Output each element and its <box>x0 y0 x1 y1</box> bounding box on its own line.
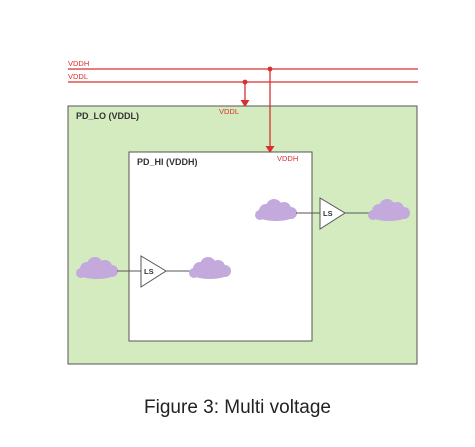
pd-hi-label: PD_HI (VDDH) <box>137 157 198 167</box>
level-shifter-triangle-icon <box>319 197 346 230</box>
vddl-tap-label: VDDL <box>219 107 239 116</box>
pd-lo-label: PD_LO (VDDL) <box>76 111 139 121</box>
level-shifter-triangle-icon <box>140 255 167 288</box>
vddh-rail-label: VDDH <box>68 59 89 68</box>
lower-ls-label: LS <box>144 267 154 276</box>
vddl-rail-label: VDDL <box>68 72 88 81</box>
power-arrow-icon <box>265 146 275 153</box>
upper-ls-label: LS <box>323 209 333 218</box>
pd-hi-domain <box>128 151 313 342</box>
figure-caption: Figure 3: Multi voltage <box>144 397 331 418</box>
power-arrow-icon <box>240 100 250 107</box>
vddh-tap-label: VDDH <box>277 154 298 163</box>
